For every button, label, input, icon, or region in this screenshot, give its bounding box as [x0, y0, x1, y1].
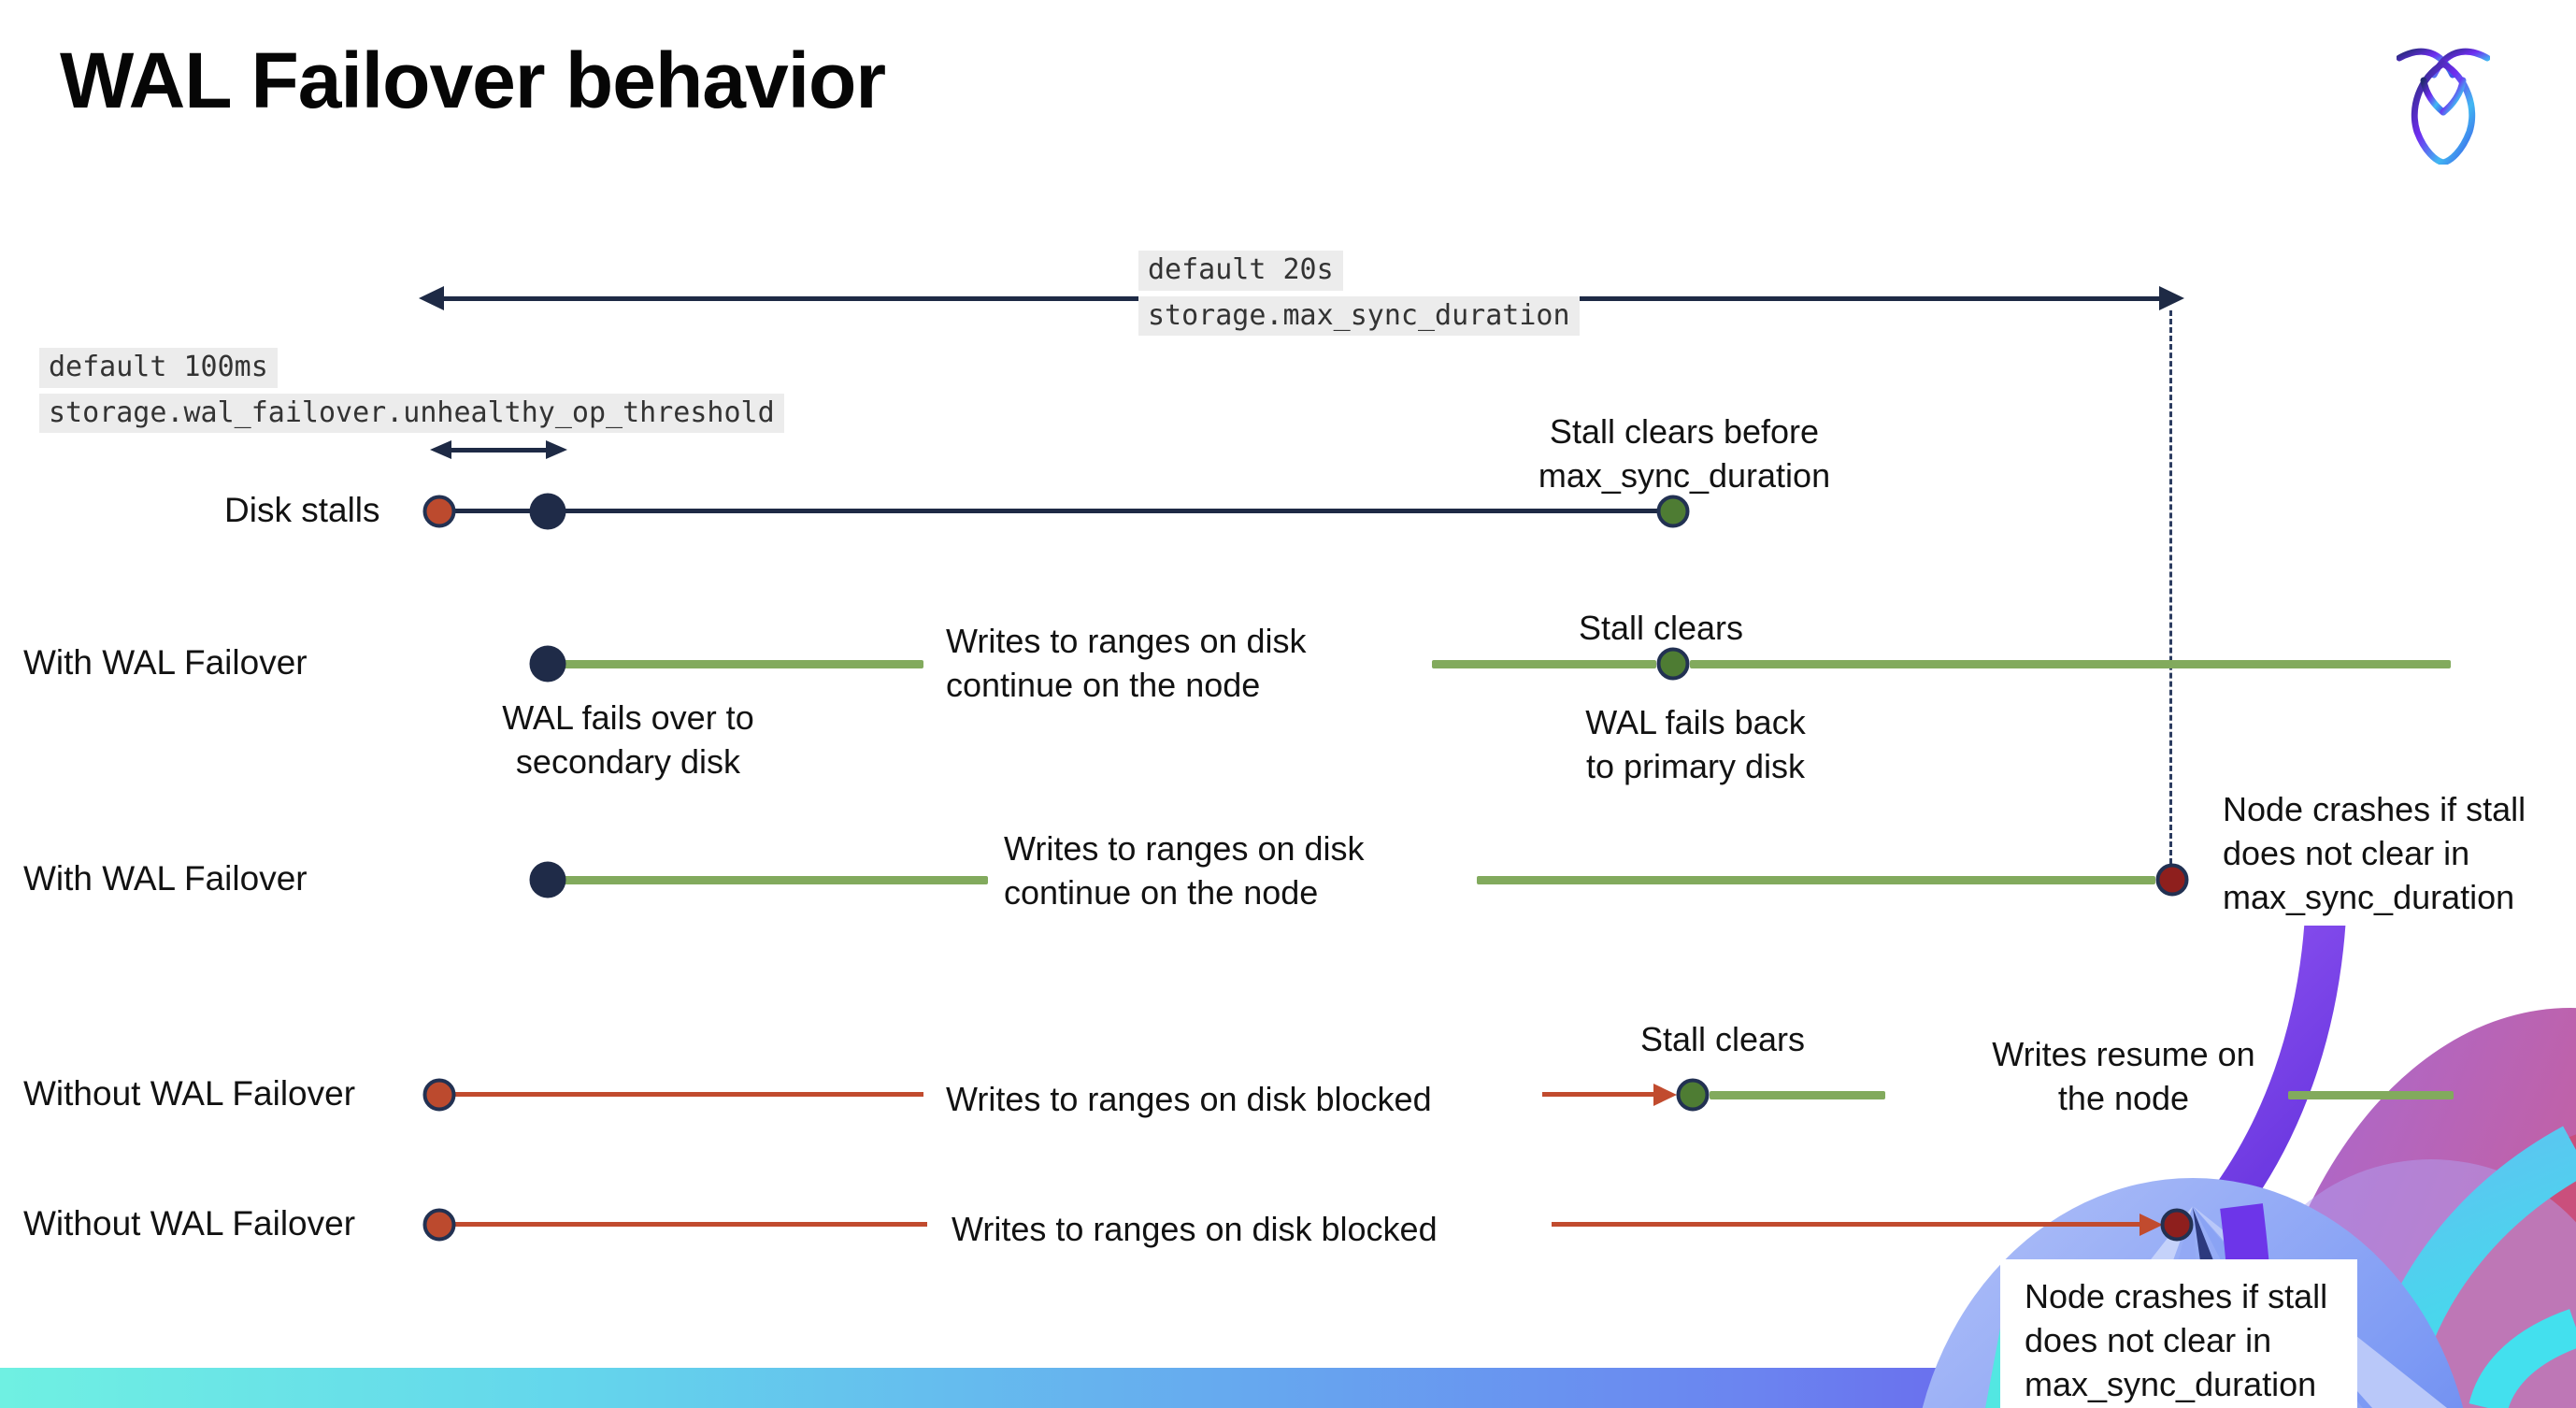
stall-clears-before-note: Stall clears before max_sync_duration: [1538, 412, 1831, 496]
row-label-without-wal-failover: Without WAL Failover: [23, 1074, 356, 1113]
stall-start-dot: [422, 495, 456, 528]
failover-dot: [529, 861, 566, 898]
disk-stall-timeline: [439, 509, 1673, 513]
writes-blocked-note: Writes to ranges on disk blocked: [946, 1080, 1432, 1118]
arrowhead-right-icon: [1653, 1084, 1677, 1106]
setting-default-label: default 100ms: [39, 348, 278, 388]
writes-continue-line: [564, 876, 988, 884]
failover-threshold-dot: [529, 493, 566, 530]
writes-blocked-line: [1542, 1092, 1656, 1097]
writes-continue-note: Writes to ranges on disk continue on the…: [946, 622, 1307, 705]
writes-continue-note: Writes to ranges on disk continue on the…: [1004, 829, 1365, 912]
setting-default-label: default 20s: [1138, 251, 1343, 291]
arrowhead-right-icon: [2159, 286, 2184, 310]
arrowhead-left-icon: [430, 440, 451, 459]
node-crash-note: Node crashes if stall does not clear in …: [2025, 1277, 2328, 1404]
arrowhead-left-icon: [419, 286, 444, 310]
writes-resume-line: [2288, 1091, 2454, 1099]
writes-resume-note: Writes resume on the node: [1992, 1035, 2255, 1118]
stall-clears-dot: [1676, 1078, 1710, 1112]
cockroachdb-logo-icon: [2397, 48, 2490, 165]
stall-clears-note: Stall clears: [1578, 609, 1744, 647]
stall-clears-dot: [1656, 495, 1690, 528]
max-sync-deadline-dashed-line: [2169, 310, 2172, 864]
row-label-with-wal-failover: With WAL Failover: [23, 859, 308, 898]
wal-failover-note: WAL fails over to secondary disk: [502, 698, 754, 782]
threshold-span-line: [447, 448, 550, 453]
node-crash-dot: [2155, 863, 2189, 897]
setting-name-label: storage.max_sync_duration: [1138, 295, 1580, 336]
writes-continue-line: [564, 660, 923, 668]
writes-continue-line: [1432, 660, 1656, 668]
row-label-without-wal-failover: Without WAL Failover: [23, 1204, 356, 1243]
node-crash-callout: Node crashes if stall does not clear in …: [2000, 1259, 2357, 1408]
stall-clears-dot: [1656, 647, 1690, 681]
writes-blocked-line: [454, 1222, 927, 1227]
max-sync-duration-labels: default 20s storage.max_sync_duration: [1138, 251, 1580, 336]
arrowhead-right-icon: [546, 440, 567, 459]
node-crash-note: Node crashes if stall does not clear in …: [2223, 790, 2526, 917]
row-label-disk-stalls: Disk stalls: [224, 491, 380, 529]
writes-blocked-note: Writes to ranges on disk blocked: [952, 1210, 1438, 1248]
unhealthy-op-threshold-labels: default 100ms storage.wal_failover.unhea…: [39, 348, 784, 433]
setting-name-label: storage.wal_failover.unhealthy_op_thresh…: [39, 393, 784, 433]
writes-blocked-line: [454, 1092, 923, 1097]
writes-resume-line: [1710, 1091, 1885, 1099]
failover-dot: [529, 645, 566, 682]
stall-start-dot: [422, 1208, 456, 1242]
wal-failback-note: WAL fails back to primary disk: [1585, 703, 1806, 786]
page-title: WAL Failover behavior: [60, 36, 886, 124]
node-crash-dot: [2160, 1208, 2194, 1242]
stall-start-dot: [422, 1078, 456, 1112]
arrowhead-right-icon: [2140, 1214, 2163, 1236]
stall-clears-note: Stall clears: [1639, 1020, 1806, 1058]
row-label-with-wal-failover: With WAL Failover: [23, 643, 308, 682]
writes-blocked-line: [1552, 1222, 2140, 1227]
writes-continue-line: [1477, 876, 2155, 884]
writes-continue-line: [1690, 660, 2451, 668]
